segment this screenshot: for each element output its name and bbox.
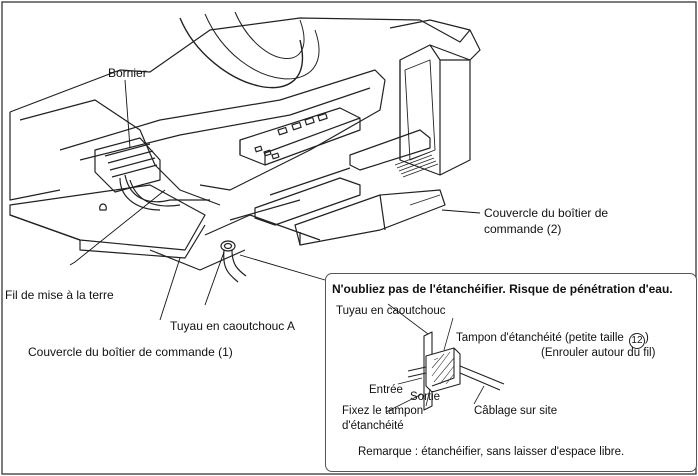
callout-leaders xyxy=(69,79,481,321)
wrap-note-label: (Enrouler autour du fil) xyxy=(541,347,656,359)
field-wiring-label: Câblage sur site xyxy=(474,405,558,417)
bornier-label: Bornier xyxy=(108,66,147,80)
bornier-leader xyxy=(124,79,131,149)
rubber-tube-leader xyxy=(204,251,225,306)
wall-panel xyxy=(423,331,433,411)
rubber-tube-label: Tuyau en caoutchouc xyxy=(336,305,446,317)
sealing-detail-inset: N'oubliez pas de l'étanchéifier. Risque … xyxy=(325,273,697,472)
seal-pad-block xyxy=(425,347,461,393)
cover1-label: Couvercle du boîtier de commande (1) xyxy=(28,345,233,359)
seal-detail-drawing xyxy=(385,303,505,413)
wire-outlet xyxy=(459,365,505,385)
fix-pad-label-line2: d'étanchéité xyxy=(342,420,404,432)
wire-inlet xyxy=(407,366,427,372)
fix-pad-label-line1: Fixez le tampon xyxy=(342,405,424,417)
part-number-badge: 12 xyxy=(628,333,645,349)
seal-pad-label: Tampon d'étanchéité (petite taille 12) xyxy=(456,332,649,349)
ground-wire-label: Fil de mise à la terre xyxy=(5,288,114,302)
inlet-label: Entrée xyxy=(369,384,403,396)
cover1-leader xyxy=(159,257,181,321)
cover2-label-line2: commande (2) xyxy=(484,222,562,236)
cover2-leader xyxy=(441,209,481,214)
rubber-tube-a-label: Tuyau en caoutchouc A xyxy=(170,319,295,333)
cover2-label-line1: Couvercle du boîtier de xyxy=(484,206,609,220)
outlet-label: Sortie xyxy=(410,391,441,403)
ground-wire-leader xyxy=(69,189,166,266)
remark-label: Remarque : étanchéifier, sans laisser d'… xyxy=(358,446,625,458)
inset-connector xyxy=(239,254,326,281)
inset-heading: N'oubliez pas de l'étanchéifier. Risque … xyxy=(332,282,673,296)
